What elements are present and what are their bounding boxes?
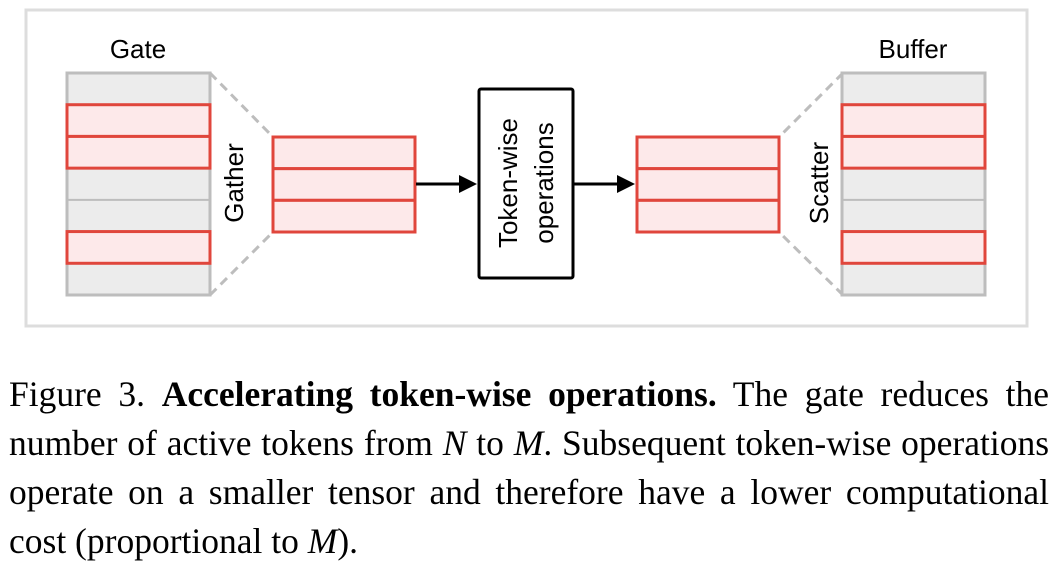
dashed-funnel-line [777, 71, 845, 139]
token-gating-diagram: Gate Buffer Gather Scatter Token-wise op… [24, 8, 1029, 328]
ops-label-line1: Token-wise [493, 118, 523, 248]
gather-label: Gather [219, 143, 249, 223]
active-token-row [840, 134, 987, 170]
active-token-row [65, 103, 212, 138]
caption-text: The gate reduces the number of active to… [9, 374, 1050, 463]
active-token-row [840, 230, 987, 265]
arrow-out-head-icon [617, 175, 635, 193]
arrow-in-head-icon [459, 175, 477, 193]
buffer-tensor [840, 71, 987, 297]
active-token-row [271, 167, 417, 202]
gate-tensor [65, 71, 212, 297]
token-wise-operations-box [477, 87, 575, 280]
scatter-label: Scatter [804, 141, 834, 224]
caption-text: . Subsequent token-wise operations opera… [9, 423, 1050, 561]
figure-caption: Figure 3. Accelerating token-wise operat… [9, 370, 1049, 566]
math-var-n: N [442, 423, 467, 463]
caption-text: ). [337, 521, 359, 561]
active-token-row [635, 198, 781, 234]
active-token-row [635, 135, 781, 171]
active-token-row [65, 230, 212, 265]
active-token-row [635, 167, 781, 202]
caption-title: Accelerating token-wise operations. [161, 374, 717, 414]
ops-label-line2: operations [529, 122, 559, 243]
gate-label: Gate [110, 34, 166, 64]
active-token-row [271, 198, 417, 234]
caption-text: to [476, 423, 504, 463]
math-var-m: M [513, 423, 544, 463]
active-token-row [840, 103, 987, 138]
active-token-row [271, 135, 417, 171]
gathered-tensor [271, 135, 417, 234]
figure-number: Figure 3. [9, 374, 146, 414]
output-tensor [635, 135, 781, 234]
math-var-m: M [307, 521, 338, 561]
dashed-funnel-lines [208, 71, 845, 297]
buffer-label: Buffer [879, 34, 948, 64]
active-token-row [65, 134, 212, 170]
